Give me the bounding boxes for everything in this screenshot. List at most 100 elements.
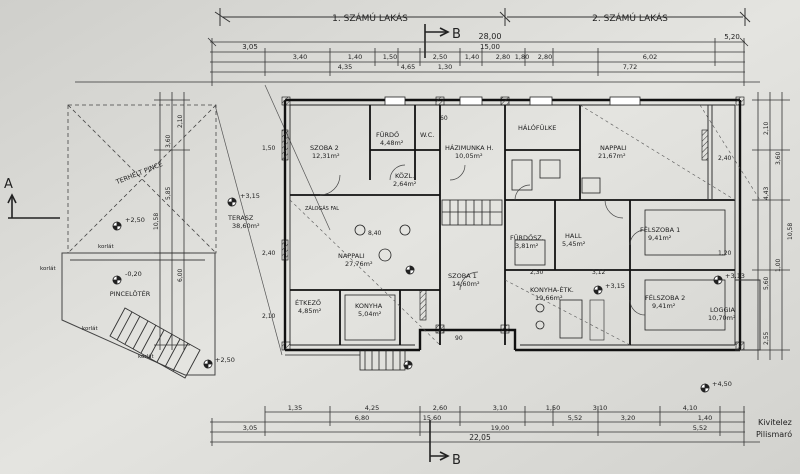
dim-bottom-r3-2: 19,00 [491, 424, 510, 432]
dim-top-row3-5: 1,40 [465, 53, 479, 61]
dim-60: 60 [440, 115, 448, 122]
dim-bottom-r1-6: 3,10 [593, 404, 607, 412]
room-etkezo-area: 4,85m² [298, 307, 322, 315]
dim-right-2: 3,60 [775, 151, 782, 165]
korlat-label-1: korlát [98, 243, 115, 250]
room-furdosz-area: 3,81m² [515, 242, 539, 250]
room-szoba-2-area: 12,31m² [312, 152, 340, 160]
interior-diagonals [289, 104, 761, 346]
room-kozl-area: 2,64m² [393, 180, 417, 188]
dim-top-row3-2: 1,40 [348, 53, 362, 61]
dim-top-row4-1: 4,35 [338, 63, 352, 71]
dim-230: 2,30 [530, 269, 544, 276]
dim-90: 90 [455, 335, 463, 342]
room-hall: HALL [565, 232, 582, 240]
left-dimension-lines [154, 92, 190, 350]
room-felszoba-1: FÉLSZOBA 1 [640, 225, 680, 234]
room-felszoba-2-area: 9,41m² [652, 302, 676, 310]
outer-wall-inner-lines [289, 104, 736, 346]
right-dimension-lines [752, 92, 790, 360]
dim-top-row2-1: 3,05 [242, 43, 258, 51]
dim-top-row4-4: 7,72 [623, 63, 637, 71]
room-szoba-2: SZOBA 2 [310, 144, 339, 152]
right-loggia [707, 105, 761, 351]
room-furdo-area: 4,48m² [380, 139, 404, 147]
dim-bottom-r1-4: 3,10 [493, 404, 507, 412]
dim-bottom-r3-1: 3,05 [243, 424, 257, 432]
room-hazimunka-area: 10,05m² [455, 152, 483, 160]
dim-840: 8,40 [368, 230, 382, 237]
wall-note: ZÁLOGÁS FAL [305, 205, 339, 212]
dim-right-5: 5,60 [763, 276, 770, 290]
level-markers-left [112, 221, 122, 285]
room-nappali-1: NAPPALI [338, 252, 365, 260]
level-terrace-left: +2,50 [125, 216, 145, 224]
door-swings [319, 164, 646, 316]
dim-120-a: 1,20 [718, 250, 732, 257]
room-felszoba-2: FÉLSZOBA 2 [645, 293, 685, 302]
level-basement: -0,20 [125, 270, 142, 278]
level-main: +3,15 [240, 192, 260, 200]
dim-312: 3,12 [592, 269, 606, 276]
room-szoba-1-area: 14,60m² [452, 280, 480, 288]
room-furdo: FÜRDŐ [376, 130, 399, 139]
room-konyha-area: 5,04m² [358, 310, 382, 318]
bottom-dimension-lines [210, 406, 760, 446]
level-kitchen: +3,15 [605, 282, 625, 290]
room-konyha-etk-area: 19,66m² [535, 294, 563, 302]
room-wc: W.C. [420, 131, 434, 139]
dim-top-row3-9: 6,02 [643, 53, 657, 61]
apartment-2-label: 2. SZÁMÚ LAKÁS [592, 12, 668, 24]
room-felszoba-1-area: 9,41m² [648, 234, 672, 242]
dim-top-row3-3: 1,50 [383, 53, 397, 61]
dim-right-3: 4,43 [763, 186, 770, 200]
room-loggia: LOGGIA [710, 306, 735, 314]
structural-pillars [281, 96, 745, 351]
dim-210-a: 2,10 [262, 313, 276, 320]
top-windows [384, 96, 641, 106]
dim-bottom-r1-2: 4,25 [365, 404, 379, 412]
room-konyha: KONYHA [355, 302, 383, 310]
dim-right-1: 2,10 [763, 121, 770, 135]
dim-top-row3-4: 2,50 [433, 53, 447, 61]
dim-left-2: 2,10 [177, 114, 184, 128]
dim-bottom-r1-7: 4,10 [683, 404, 697, 412]
dim-bottom-r2-5: 1,40 [698, 414, 712, 422]
dim-150: 1,50 [262, 145, 276, 152]
section-a-marker [7, 193, 60, 219]
room-loggia-area: 10,70m² [708, 314, 736, 322]
dim-left-3: 10,58 [153, 213, 160, 230]
dim-bottom-r1-3: 2,60 [433, 404, 447, 412]
room-nappali-2-area: 21,67m² [598, 152, 626, 160]
section-b-bottom-marker [429, 420, 450, 462]
room-nappali-1-area: 27,76m² [345, 260, 373, 268]
dim-top-overall: 28,00 [479, 32, 502, 41]
dim-top-row3-6: 2,80 [496, 53, 510, 61]
level-bottom: +2,50 [215, 356, 235, 364]
stamp-text-2: Pilismaró [756, 429, 792, 439]
korlat-label-3: korlát [82, 325, 99, 332]
room-labels: SZOBA 2 12,31m² FÜRDŐ 4,48m² W.C. HÁZIMU… [227, 123, 736, 322]
covered-terrace-outline [67, 104, 217, 254]
top-dimension-lines [75, 37, 760, 86]
stamp-text-1: Kivitelez [758, 418, 792, 427]
basement-stair [109, 307, 201, 379]
level-corner: +4,50 [712, 380, 732, 388]
room-hall-area: 5,45m² [562, 240, 586, 248]
dim-bottom-r2-4: 3,20 [621, 414, 635, 422]
interior-walls [290, 105, 735, 345]
entry-steps [285, 349, 406, 371]
section-b-top-label: B [452, 27, 461, 42]
dim-top-row3-7: 1,80 [515, 53, 529, 61]
dim-top-row3-8: 2,80 [538, 53, 552, 61]
room-hazimunka: HÁZIMUNKA H. [445, 143, 493, 152]
dim-240-b: 2,40 [718, 155, 732, 162]
dim-bottom-overall: 22,05 [469, 433, 491, 442]
dim-right-6: 1,00 [775, 258, 782, 272]
dim-top-row3-1: 3,40 [293, 53, 307, 61]
korlat-label-4: korlát [138, 353, 155, 360]
room-terasz-area: 38,60m² [232, 222, 260, 230]
dim-top-row4-2: 4,65 [401, 63, 415, 71]
section-a-label: A [4, 177, 13, 192]
